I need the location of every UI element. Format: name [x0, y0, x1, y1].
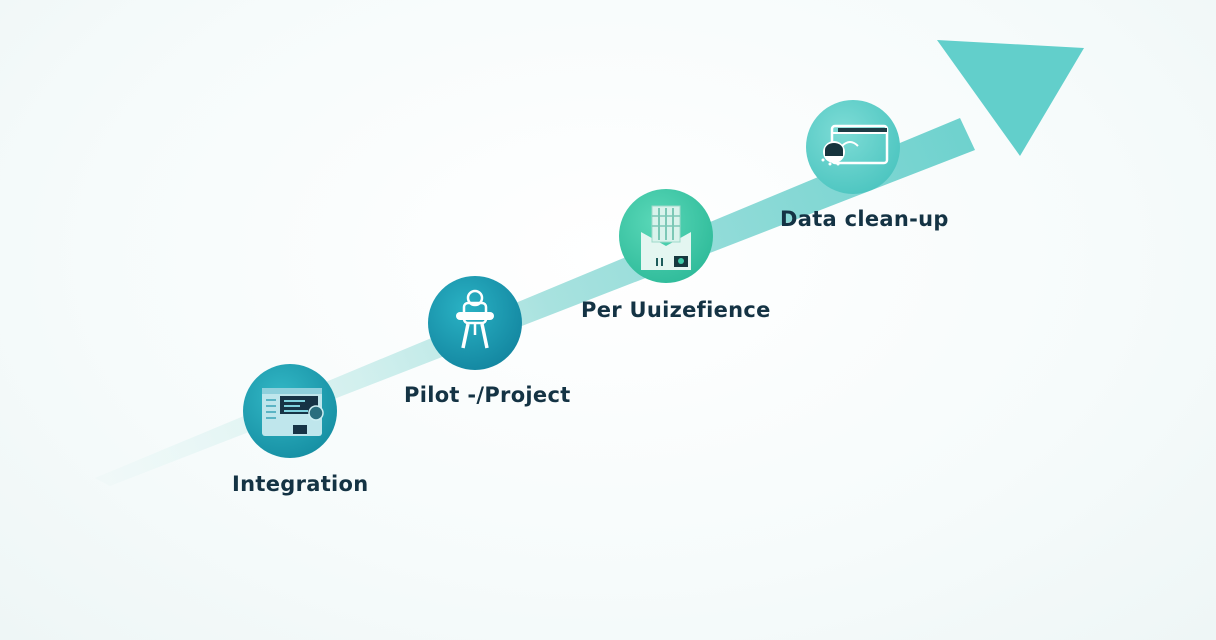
building-document-icon: [641, 205, 691, 270]
arrow-head: [937, 40, 1084, 156]
step-per-uuizefience: [619, 189, 713, 283]
step-data-clean-up: [806, 100, 900, 194]
growth-arrow: [95, 40, 1084, 486]
step-integration: [243, 364, 337, 458]
browser-cleanup-icon: [821, 124, 889, 166]
step-label-per-uuizefience: Per Uuizefience: [581, 298, 771, 322]
monitor-window-icon: [262, 388, 324, 436]
step-label-pilot-project: Pilot -/Project: [404, 383, 571, 407]
step-pilot-project: [428, 276, 522, 370]
step-label-data-clean-up: Data clean-up: [780, 207, 949, 231]
robot-project-icon: [456, 289, 494, 349]
step-label-integration: Integration: [232, 472, 369, 496]
step-circle: [806, 100, 900, 194]
